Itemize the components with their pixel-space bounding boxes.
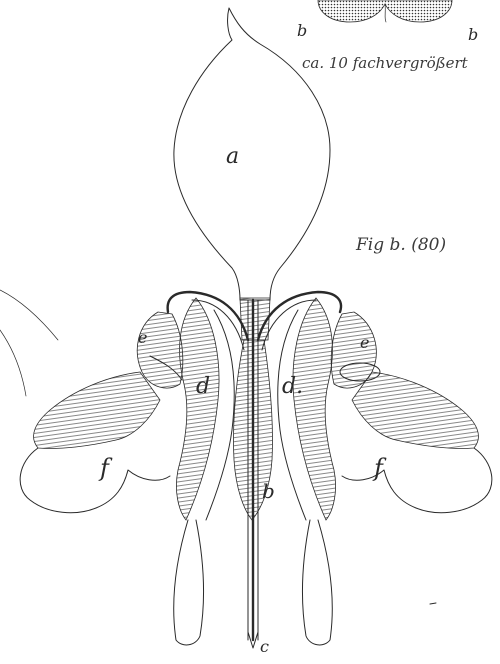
right-spur — [303, 520, 333, 645]
label-d-right: d. — [282, 374, 303, 399]
part-f-left — [0, 290, 170, 513]
label-b: b — [262, 479, 275, 503]
part-d-right — [278, 298, 336, 520]
label-f-right: f — [372, 454, 387, 482]
part-e-left — [137, 312, 183, 388]
label-c: c — [260, 637, 269, 656]
part-f-right — [342, 372, 492, 513]
figure-caption: Fig b. (80) — [355, 235, 446, 255]
inset-label-right: b — [468, 25, 478, 44]
inset-magnified-section — [318, 0, 452, 22]
part-d-left — [176, 298, 234, 520]
left-spur — [174, 520, 204, 645]
magnification-caption: ca. 10 fachvergrößert — [302, 54, 469, 72]
label-a: a — [226, 144, 239, 169]
label-d-left: d — [196, 374, 210, 399]
part-b-column — [233, 300, 272, 648]
label-e-right: e — [360, 333, 369, 352]
stray-mark — [430, 603, 436, 604]
inset-label-left: b — [297, 21, 307, 40]
part-a-stigma — [174, 8, 330, 300]
style-neck — [240, 298, 270, 340]
label-f-left: f — [98, 454, 113, 482]
label-e-left: e — [138, 328, 147, 347]
